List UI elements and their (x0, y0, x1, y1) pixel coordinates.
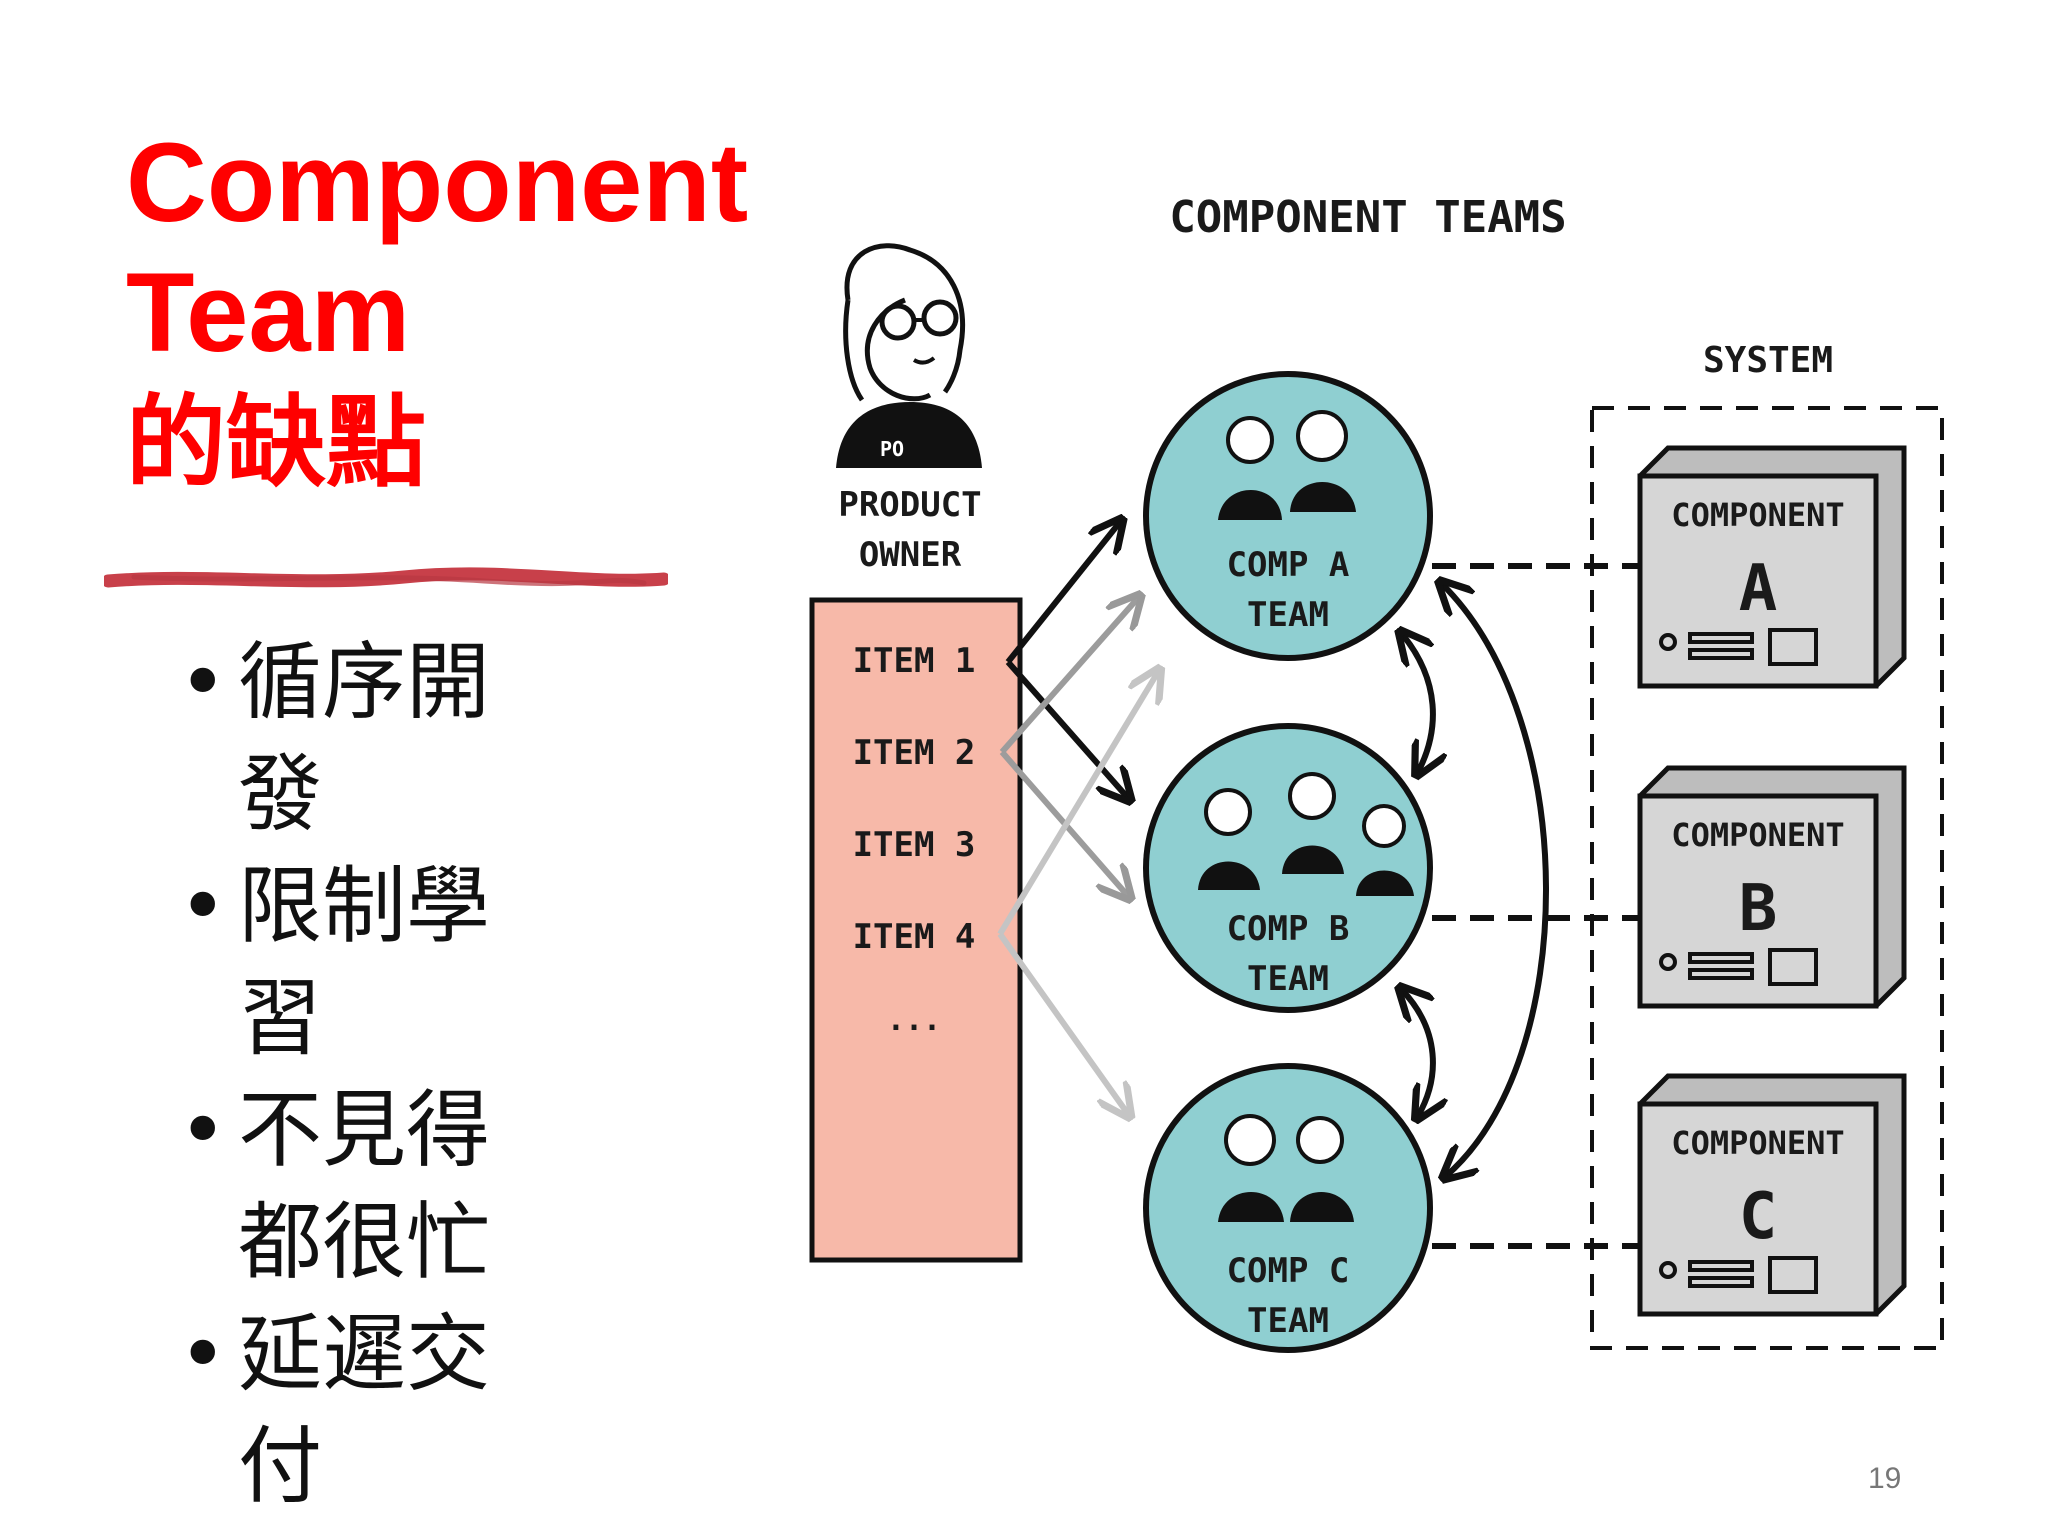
team-label-line-2: TEAM (1247, 1301, 1329, 1341)
po-label-line-2: OWNER (859, 535, 962, 575)
po-badge: PO (880, 437, 904, 461)
team-dependency-arrows (1402, 584, 1549, 1176)
product-owner-icon (836, 243, 982, 468)
bullet-item: 循序開發 (178, 626, 568, 850)
team-label-line-1: COMP B (1227, 909, 1350, 949)
component-label: COMPONENT (1671, 816, 1844, 854)
team-a-circle: COMP A TEAM (1143, 371, 1433, 661)
component-teams-diagram: COMPONENT TEAMS SYSTEM PO PRODUCT OWNER … (809, 192, 1944, 1353)
backlog-item: ITEM 2 (853, 733, 976, 773)
slide-title-line-1: Component (126, 120, 749, 245)
component-label: COMPONENT (1671, 1124, 1844, 1162)
system-boundary (1590, 406, 1944, 1350)
bullet-list: 循序開發 限制學習 不見得都很忙 延遲交付 (178, 626, 678, 1522)
component-letter: B (1739, 872, 1778, 946)
team-label-line-1: COMP A (1227, 545, 1350, 585)
page-number: 19 (1868, 1462, 1902, 1495)
item-arrows (997, 522, 1158, 1114)
bullet-item: 不見得都很忙 (178, 1074, 568, 1298)
team-b-circle: COMP B TEAM (1143, 723, 1433, 1013)
bullet-item: 延遲交付 (178, 1298, 568, 1522)
slide-title-line-3: 的缺點 (126, 383, 426, 501)
backlog-item: ITEM 1 (853, 641, 976, 681)
backlog-column (809, 597, 1023, 1263)
bullet-item: 限制學習 (178, 850, 568, 1074)
team-c-circle: COMP C TEAM (1143, 1063, 1433, 1353)
backlog-item: ... (887, 1003, 941, 1038)
backlog-item: ITEM 4 (853, 917, 976, 957)
slide-title-line-2: Team (126, 249, 411, 375)
component-a-box: COMPONENT A (1637, 445, 1907, 689)
system-label: SYSTEM (1703, 340, 1833, 381)
brush-divider (104, 567, 668, 588)
team-component-links (1432, 563, 1640, 1249)
component-c-box: COMPONENT C (1637, 1073, 1907, 1317)
team-label-line-2: TEAM (1247, 595, 1329, 635)
backlog-item: ITEM 3 (853, 825, 976, 865)
team-label-line-2: TEAM (1247, 959, 1329, 999)
component-label: COMPONENT (1671, 496, 1844, 534)
component-letter: C (1739, 1180, 1778, 1254)
po-label-line-1: PRODUCT (838, 485, 981, 525)
slide-title: Component Team 的缺點 (126, 118, 766, 508)
team-label-line-1: COMP C (1227, 1251, 1350, 1291)
diagram-heading: COMPONENT TEAMS (1169, 192, 1566, 243)
component-letter: A (1739, 552, 1778, 626)
component-b-box: COMPONENT B (1637, 765, 1907, 1009)
